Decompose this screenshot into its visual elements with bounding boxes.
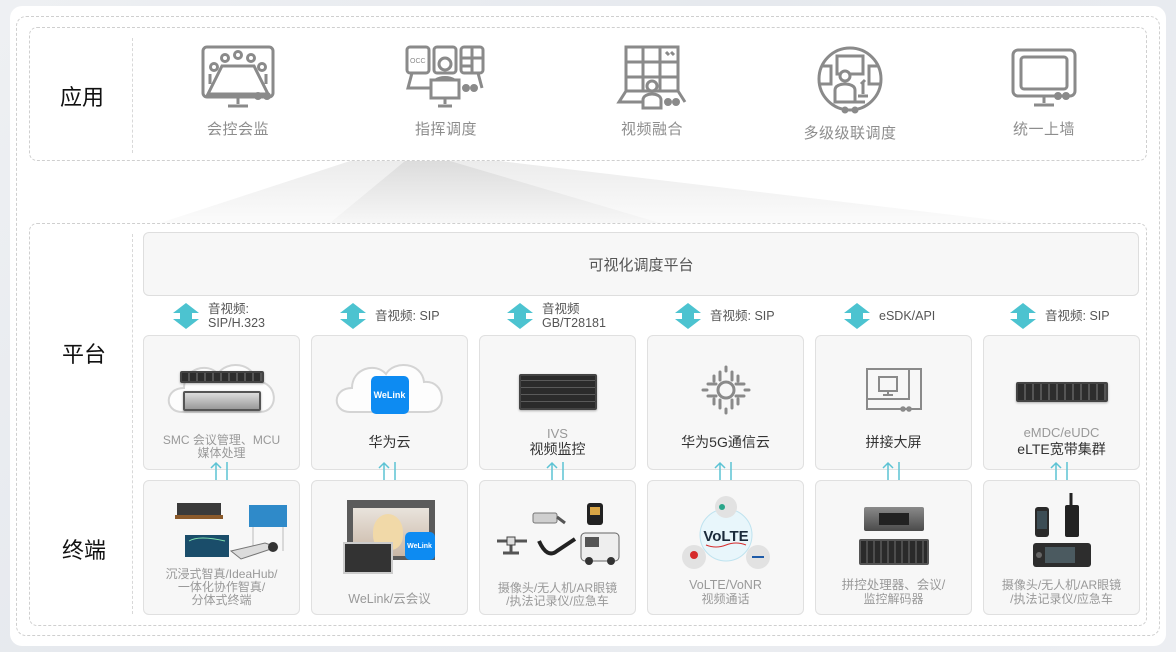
decoder-hardware-illustration: [816, 499, 971, 573]
platform-box-video-wall[interactable]: 拼接大屏: [815, 335, 972, 470]
5g-chip-icon: [648, 342, 803, 428]
platform-divider: [132, 234, 133, 614]
server-icon: [179, 371, 264, 383]
cloud-server-illustration: [144, 342, 299, 428]
conference-room-icon: [201, 45, 275, 108]
cluster-server-illustration: [984, 342, 1139, 428]
volte-logo-icon: VoLTE: [703, 528, 748, 545]
terminal-box-welink-meeting[interactable]: WeLink WeLink/云会议: [311, 480, 468, 615]
storage-server-illustration: [480, 342, 635, 428]
elte-terminals-illustration: [984, 491, 1139, 571]
double-arrow-icon: [844, 303, 870, 329]
field-devices-illustration: [480, 497, 635, 571]
bidirectional-connector-icon: [1050, 461, 1073, 489]
app-item-video-fusion[interactable]: 视频融合: [572, 44, 732, 139]
bidirectional-connector-icon: [378, 461, 401, 489]
protocol-label: 音视频: SIP: [339, 299, 440, 333]
double-arrow-icon: [675, 303, 701, 329]
platform-layer-label: 平台: [61, 342, 106, 367]
app-label: 指挥调度: [414, 121, 477, 138]
terminal-box-elte-terminals[interactable]: 摄像头/无人机/AR眼镜 /执法记录仪/应急车: [983, 480, 1140, 615]
app-label: 统一上墙: [1012, 121, 1075, 138]
terminal-box-volte[interactable]: VoLTE VoLTE/VoNR 视频通话: [647, 480, 804, 615]
app-item-multilevel-dispatch[interactable]: 多级级联调度: [770, 44, 930, 143]
cloud-welink-illustration: WeLink: [312, 342, 467, 428]
platform-box-ivs[interactable]: IVS 视频监控: [479, 335, 636, 470]
welink-logo-icon: WeLink: [370, 376, 409, 414]
welink-logo-icon: WeLink: [404, 532, 435, 560]
app-label: 会控会监: [206, 121, 269, 138]
double-arrow-icon: [1010, 303, 1036, 329]
protocol-label: 音视频: SIP: [1009, 299, 1110, 333]
platform-box-huawei-cloud[interactable]: WeLink 华为云: [311, 335, 468, 470]
protocol-label: 音视频: SIP: [674, 299, 775, 333]
app-label: 多级级联调度: [803, 125, 897, 142]
app-item-command-dispatch[interactable]: OCC 指挥调度: [366, 44, 526, 139]
bidirectional-connector-icon: [210, 461, 233, 489]
bidirectional-connector-icon: [882, 461, 905, 489]
cascade-dispatch-icon: [817, 46, 883, 114]
terminal-box-decoders[interactable]: 拼控处理器、会议/ 监控解码器: [815, 480, 972, 615]
platform-box-5g-cloud[interactable]: 华为5G通信云: [647, 335, 804, 470]
app-layer-label: 应用: [59, 85, 104, 110]
bidirectional-connector-icon: [714, 461, 737, 489]
platform-box-smc[interactable]: SMC 会议管理、MCU 媒体处理: [143, 335, 300, 470]
layer-fan-connector: [160, 161, 1020, 223]
app-divider: [132, 38, 133, 153]
protocol-label: eSDK/API: [843, 299, 935, 333]
protocol-label: 音视频:SIP/H.323: [172, 299, 265, 333]
app-item-conference-control[interactable]: 会控会监: [158, 44, 318, 139]
server-icon: [518, 374, 597, 410]
platform-bar-label: 可视化调度平台: [588, 256, 694, 274]
telepresence-devices-illustration: [144, 499, 299, 569]
display-wall-icon: [816, 342, 971, 428]
double-arrow-icon: [340, 303, 366, 329]
app-label: 视频融合: [620, 121, 683, 138]
visual-dispatch-platform-bar[interactable]: 可视化调度平台: [143, 232, 1139, 296]
terminal-layer-label: 终端: [61, 538, 106, 563]
welink-meeting-illustration: WeLink: [312, 499, 467, 577]
platform-box-elte[interactable]: eMDC/eUDC eLTE宽带集群: [983, 335, 1140, 470]
double-arrow-icon: [507, 303, 533, 329]
video-wall-icon: [616, 45, 687, 110]
volte-carriers-illustration: VoLTE: [648, 495, 803, 573]
platform-terminal-section: [29, 223, 1147, 626]
terminal-box-field-devices[interactable]: 摄像头/无人机/AR眼镜 /执法记录仪/应急车: [479, 480, 636, 615]
app-item-unified-display[interactable]: 统一上墙: [964, 44, 1124, 139]
terminal-box-telepresence[interactable]: 沉浸式智真/IdeaHub/ 一体化协作智真/ 分体式终端: [143, 480, 300, 615]
double-arrow-icon: [173, 303, 199, 329]
server-icon: [182, 391, 261, 411]
command-dispatch-icon: OCC: [405, 45, 485, 108]
svg-text:OCC: OCC: [410, 58, 426, 65]
server-icon: [1015, 382, 1108, 402]
application-section: [29, 27, 1147, 161]
monitor-icon: [1011, 48, 1077, 107]
outer-frame: [16, 16, 1160, 636]
bidirectional-connector-icon: [546, 461, 569, 489]
